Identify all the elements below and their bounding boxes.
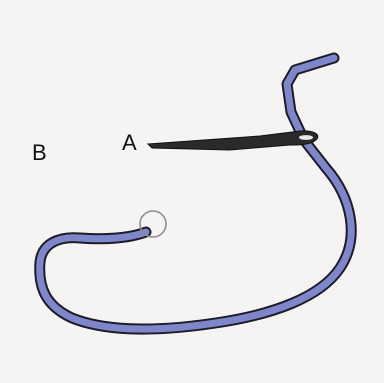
label-a: A (122, 132, 137, 154)
label-b: B (32, 142, 47, 164)
needle-eye (299, 135, 313, 140)
